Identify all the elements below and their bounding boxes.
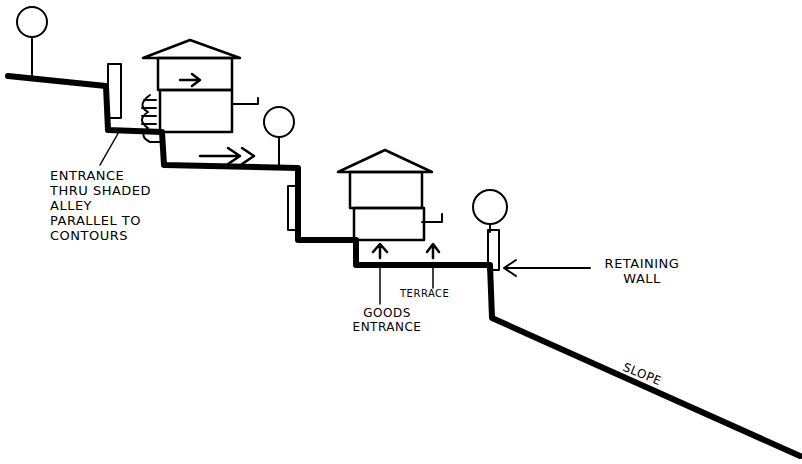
house-roof — [338, 150, 432, 172]
retaining-wall — [488, 230, 499, 270]
house-upper — [158, 58, 232, 90]
floor-line — [422, 214, 442, 222]
alley-arrow — [200, 148, 254, 164]
note-label: ENTRANCE THRU SHADED ALLEY PARALLEL TO C… — [50, 168, 162, 243]
entry-arrow — [180, 74, 200, 86]
leader-arrow — [504, 260, 590, 276]
leader-line — [379, 268, 381, 304]
house-roof — [143, 40, 240, 58]
tree-trunk — [31, 37, 33, 78]
tree-trunk — [489, 224, 491, 232]
leader-line — [100, 130, 120, 165]
house-upper — [350, 172, 422, 208]
stepped-ground — [8, 76, 800, 456]
tree — [17, 7, 47, 37]
tree — [473, 190, 507, 224]
terrace-label: TERRACE — [400, 288, 470, 300]
wall-label: RETAINING WALL — [596, 256, 688, 286]
retaining-wall — [108, 64, 121, 118]
tree-trunk — [278, 137, 280, 167]
retaining-wall — [288, 186, 299, 230]
tree — [264, 107, 294, 137]
entrance-label: GOODS ENTRANCE — [348, 306, 426, 334]
leader-line — [432, 268, 434, 288]
goods-arrow — [373, 244, 387, 258]
spiral-stair — [142, 95, 162, 142]
house-lower — [354, 208, 424, 240]
floor-line — [232, 98, 258, 104]
house-lower — [160, 90, 232, 132]
terrace-arrow — [427, 244, 439, 258]
